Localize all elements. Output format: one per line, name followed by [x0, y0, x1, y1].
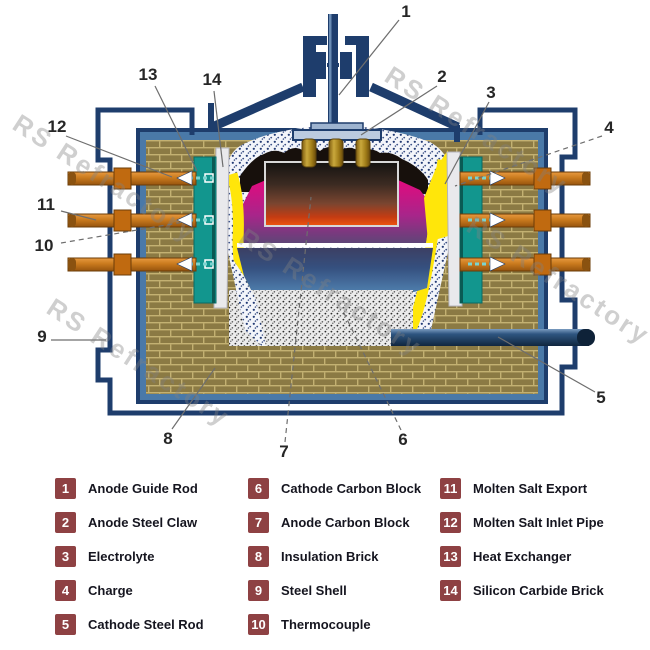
- legend-item: 13 Heat Exchanger: [440, 546, 571, 567]
- flow-arrow-icon: [468, 170, 506, 186]
- callout-3: 3: [486, 83, 496, 102]
- callout-9: 9: [37, 327, 47, 346]
- flow-arrow-icon: [176, 170, 214, 186]
- legend-item: 2 Anode Steel Claw: [55, 512, 197, 533]
- furnace-cross-section: [51, 14, 603, 443]
- legend-item: 14 Silicon Carbide Brick: [440, 580, 604, 601]
- legend-item: 7 Anode Carbon Block: [248, 512, 410, 533]
- molten-salt-pipe: [67, 253, 197, 276]
- legend-number-badge: 12: [440, 512, 461, 533]
- legend-number-badge: 3: [55, 546, 76, 567]
- legend-number-badge: 9: [248, 580, 269, 601]
- legend-number-badge: 8: [248, 546, 269, 567]
- anode-bracket-right: [345, 36, 369, 97]
- callout-13: 13: [138, 65, 158, 84]
- callout-lines: [51, 19, 603, 443]
- legend-item: 5 Cathode Steel Rod: [55, 614, 204, 635]
- molten-salt-export-pipe: [67, 209, 197, 232]
- legend-item: 11 Molten Salt Export: [440, 478, 587, 499]
- charge-slope-left: [228, 252, 266, 346]
- legend-label: Cathode Carbon Block: [281, 481, 422, 496]
- molten-metal-layer: [237, 248, 433, 292]
- anode-stud: [301, 138, 317, 168]
- callout-10: 10: [34, 236, 54, 255]
- flow-arrows: [176, 170, 506, 272]
- legend-item: 9 Steel Shell: [248, 580, 347, 601]
- legend-number-badge: 11: [440, 478, 461, 499]
- legend-number-badge: 14: [440, 580, 461, 601]
- anode-stud: [328, 138, 344, 168]
- legend-label: Cathode Steel Rod: [88, 617, 204, 632]
- anode-steel-claw: [292, 122, 382, 168]
- callout-2: 2: [437, 67, 447, 86]
- callout-8: 8: [163, 429, 173, 448]
- legend-number-badge: 13: [440, 546, 461, 567]
- callout-7: 7: [279, 442, 289, 461]
- silicon-carbide-brick-right: [446, 151, 463, 307]
- anode-stud: [355, 138, 371, 168]
- legend-item: 3 Electrolyte: [55, 546, 154, 567]
- hood-structure: [208, 36, 460, 142]
- flow-arrow-icon: [176, 212, 214, 228]
- legend-number-badge: 10: [248, 614, 269, 635]
- legend-label: Molten Salt Export: [473, 481, 588, 496]
- legend-item: 4 Charge: [55, 580, 133, 601]
- legend-number-badge: 2: [55, 512, 76, 533]
- legend-label: Electrolyte: [88, 549, 155, 564]
- legend-item: 10 Thermocouple: [248, 614, 371, 635]
- legend-item: 12 Molten Salt Inlet Pipe: [440, 512, 604, 533]
- anode-clamp-block-right: [340, 52, 352, 79]
- legend-item: 6 Cathode Carbon Block: [248, 478, 421, 499]
- legend-number-badge: 4: [55, 580, 76, 601]
- cathode-steel-rod: [391, 329, 595, 346]
- molten-salt-pipes-left: [67, 167, 197, 276]
- metal-interface-line: [237, 243, 433, 248]
- legend-number-badge: 5: [55, 614, 76, 635]
- legend-label: Steel Shell: [281, 583, 347, 598]
- legend-label: Heat Exchanger: [473, 549, 572, 564]
- callout-11: 11: [37, 195, 55, 214]
- molten-salt-inlet-pipe: [67, 167, 197, 190]
- legend-item: 1 Anode Guide Rod: [55, 478, 198, 499]
- callout-12: 12: [47, 117, 67, 136]
- legend-label: Anode Steel Claw: [88, 515, 198, 530]
- callout-1: 1: [401, 2, 411, 21]
- anode-carbon-block: [264, 161, 399, 227]
- legend-item: 8 Insulation Brick: [248, 546, 379, 567]
- callout-6: 6: [398, 430, 408, 449]
- legend-number-badge: 1: [55, 478, 76, 499]
- callout-5: 5: [596, 388, 606, 407]
- anode-clamp-block-left: [314, 52, 326, 79]
- legend-label: Charge: [88, 583, 133, 598]
- legend-label: Anode Carbon Block: [281, 515, 410, 530]
- legend-label: Thermocouple: [281, 617, 371, 632]
- steel-shell-outline: [95, 107, 578, 416]
- callout-14: 14: [202, 70, 222, 89]
- legend-number-badge: 7: [248, 512, 269, 533]
- flow-arrow-icon: [468, 212, 506, 228]
- flow-arrow-icon: [468, 256, 506, 272]
- flow-arrow-icon: [176, 256, 214, 272]
- legend-label: Molten Salt Inlet Pipe: [473, 515, 604, 530]
- legend-number-badge: 6: [248, 478, 269, 499]
- cell-interior: [226, 126, 449, 346]
- legend-label: Silicon Carbide Brick: [473, 583, 604, 598]
- callout-4: 4: [604, 118, 614, 137]
- legend-label: Insulation Brick: [281, 549, 379, 564]
- legend-label: Anode Guide Rod: [88, 481, 198, 496]
- anode-guide-rod: [328, 14, 338, 134]
